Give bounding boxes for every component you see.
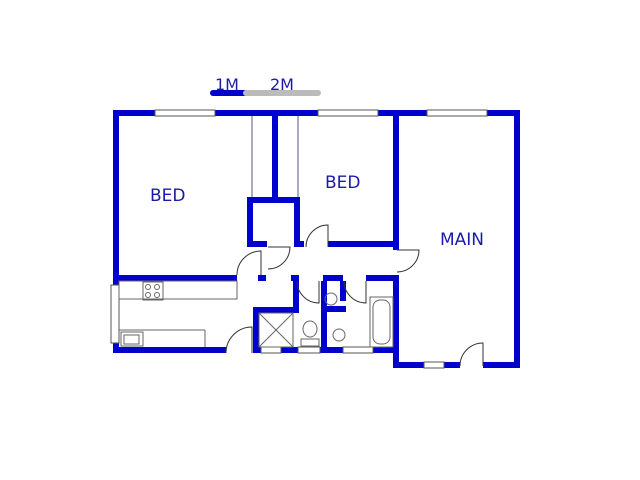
- toilet-cistern: [300, 338, 320, 347]
- shower: [258, 312, 294, 348]
- wall-passage-stub-a: [291, 275, 299, 281]
- doors: [225, 224, 484, 367]
- stove-burner-4: [154, 292, 160, 298]
- wall-right: [514, 110, 520, 368]
- door-bed2: [305, 224, 329, 248]
- wall-bed2-bottom: [328, 241, 396, 247]
- basin-wc: [324, 292, 338, 306]
- kitchen-sink: [120, 331, 144, 347]
- stove: [142, 281, 164, 301]
- wall-closet-bottom-left: [247, 241, 267, 247]
- cupboards: [251, 116, 299, 197]
- window-bath-bottom: [342, 346, 374, 354]
- door-bathroom: [343, 280, 367, 304]
- kitchen-counter: [118, 280, 238, 300]
- wall-bottom-bath: [253, 347, 399, 353]
- scale-label-1m: 1M: [215, 75, 239, 94]
- window-wc-bottom: [297, 346, 321, 354]
- kitchen: [118, 280, 238, 347]
- door-wc: [296, 280, 320, 304]
- wall-bottom-kitchen: [113, 347, 226, 353]
- wall-main-left-upper: [393, 110, 399, 250]
- room-label-bed-1: BED: [150, 186, 186, 206]
- wall-main-bottom-right: [483, 362, 520, 368]
- wall-closet-left: [247, 197, 253, 247]
- wall-bed1-bottom: [113, 275, 237, 281]
- window-main-bottom: [423, 361, 445, 369]
- wall-passage-stub-b: [323, 275, 343, 281]
- window-shower-bottom: [260, 346, 282, 354]
- wall-wc-left: [293, 281, 299, 309]
- wall-bed1-bottom-stub: [258, 275, 266, 281]
- wall-closet-right: [294, 197, 300, 247]
- window-kitchen-left: [110, 284, 120, 344]
- toilet: [302, 320, 318, 338]
- wall-shower-top: [253, 307, 299, 313]
- walls: [113, 110, 520, 368]
- wall-main-left-lower: [393, 276, 399, 368]
- room-label-bed-2: BED: [325, 173, 361, 193]
- wall-basin-left: [321, 281, 327, 353]
- wall-top: [113, 110, 520, 116]
- wall-passage-stub-c: [366, 275, 399, 281]
- door-front: [225, 326, 253, 354]
- door-closet: [267, 246, 291, 270]
- door-main-bottom: [459, 342, 484, 367]
- wall-bed2-bottom-left: [294, 241, 304, 247]
- wall-closet-top: [247, 197, 300, 203]
- kitchen-sink-bowl: [123, 334, 140, 345]
- window-bed2-top: [317, 109, 379, 117]
- wall-bed-divider: [272, 116, 278, 197]
- door-bed1: [236, 250, 262, 276]
- door-main: [396, 249, 420, 273]
- bathroom-fixtures: [258, 292, 394, 348]
- scale-bar: 1M 2M: [210, 75, 321, 96]
- bathtub: [369, 296, 394, 348]
- window-main-top: [426, 109, 488, 117]
- wall-wc-partition: [321, 306, 346, 312]
- stove-burner-1: [145, 284, 151, 290]
- stove-burner-3: [145, 292, 151, 298]
- wall-left: [113, 110, 119, 283]
- basin-bath: [332, 328, 346, 342]
- scale-label-2m: 2M: [270, 75, 294, 94]
- wall-bath-left: [340, 281, 346, 301]
- stove-burner-2: [154, 284, 160, 290]
- room-label-main: MAIN: [440, 230, 484, 250]
- wall-shower-left: [253, 307, 259, 353]
- windows: [110, 109, 488, 369]
- window-bed1-top: [154, 109, 216, 117]
- bathtub-inner: [372, 299, 391, 345]
